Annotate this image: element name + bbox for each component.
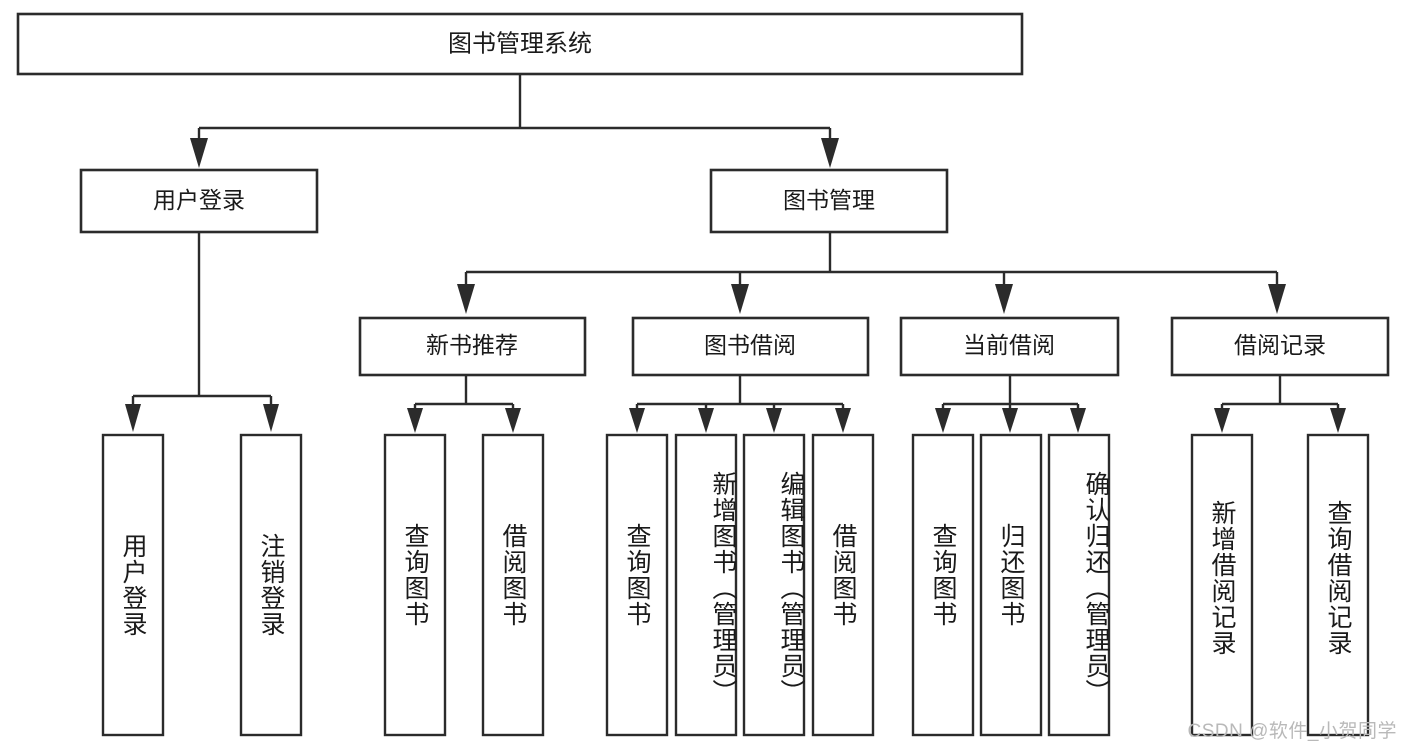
node-root-label: 图书管理系统 bbox=[448, 30, 592, 57]
leaf-box-add-record[interactable] bbox=[1190, 433, 1254, 737]
arrow-head-to-leaf-query-book-2 bbox=[629, 408, 645, 433]
node-current-borrow[interactable]: 当前借阅 bbox=[899, 316, 1120, 377]
arrow-head-to-user-login bbox=[190, 138, 208, 168]
node-book-borrow-box[interactable] bbox=[631, 316, 870, 377]
leaf-box-add-book[interactable] bbox=[674, 433, 738, 737]
leaf-box-query-record[interactable] bbox=[1306, 433, 1370, 737]
connector-group-borrow-record bbox=[1214, 375, 1346, 433]
leaf-box-query-book-2[interactable] bbox=[605, 433, 669, 737]
node-new-book-rec-label: 新书推荐 bbox=[426, 332, 518, 358]
connector-group-user-login bbox=[125, 232, 279, 432]
leaf-box-borrow-book-1[interactable] bbox=[481, 433, 545, 737]
csdn-watermark: CSDN @软件_小贺同学 bbox=[1187, 721, 1397, 742]
leaf-box-logout[interactable] bbox=[239, 433, 303, 737]
arrow-head-to-borrow-record bbox=[1268, 284, 1286, 314]
connector-group-root bbox=[190, 74, 839, 168]
arrow-head-to-leaf-add-record bbox=[1214, 408, 1230, 433]
node-book-manage-label: 图书管理 bbox=[783, 187, 875, 213]
leaf-box-edit-book[interactable] bbox=[742, 433, 806, 737]
node-user-login-label: 用户登录 bbox=[153, 187, 245, 213]
node-current-borrow-label: 当前借阅 bbox=[963, 332, 1055, 358]
node-borrow-record-label: 借阅记录 bbox=[1234, 332, 1326, 358]
node-user-login[interactable]: 用户登录 bbox=[79, 168, 319, 234]
node-new-book-rec-box[interactable] bbox=[358, 316, 587, 377]
arrow-head-to-leaf-borrow-book-2 bbox=[835, 408, 851, 433]
leaf-box-return-book[interactable] bbox=[979, 433, 1043, 737]
leaf-box-user-login[interactable] bbox=[101, 433, 165, 737]
node-current-borrow-box[interactable] bbox=[899, 316, 1120, 377]
arrow-head-to-current-borrow bbox=[995, 284, 1013, 314]
arrow-head-to-leaf-edit-book bbox=[766, 408, 782, 433]
node-borrow-record-box[interactable] bbox=[1170, 316, 1390, 377]
arrow-head-to-leaf-query-book-3 bbox=[935, 408, 951, 433]
connector-group-book-manage bbox=[457, 232, 1286, 314]
leaf-box-query-book-3[interactable] bbox=[911, 433, 975, 737]
leaf-box-query-book-1[interactable] bbox=[383, 433, 447, 737]
node-user-login-box[interactable] bbox=[79, 168, 319, 234]
node-book-borrow-label: 图书借阅 bbox=[704, 332, 796, 358]
arrow-head-to-leaf-query-book-1 bbox=[407, 408, 423, 433]
arrow-head-to-leaf-confirm-return bbox=[1070, 408, 1086, 433]
node-new-book-rec[interactable]: 新书推荐 bbox=[358, 316, 587, 377]
arrow-head-to-new-book-rec bbox=[457, 284, 475, 314]
node-root-box[interactable] bbox=[16, 12, 1024, 76]
arrow-head-to-leaf-query-record bbox=[1330, 408, 1346, 433]
arrow-head-to-leaf-return-book bbox=[1002, 408, 1018, 433]
connector-group-new-book-rec bbox=[407, 375, 521, 433]
arrow-head-to-book-borrow bbox=[731, 284, 749, 314]
leaf-box-borrow-book-2[interactable] bbox=[811, 433, 875, 737]
arrow-head-to-leaf-user-login bbox=[125, 404, 141, 432]
node-borrow-record[interactable]: 借阅记录 bbox=[1170, 316, 1390, 377]
arrow-head-to-book-manage bbox=[821, 138, 839, 168]
node-book-borrow[interactable]: 图书借阅 bbox=[631, 316, 870, 377]
leaf-box-confirm-return[interactable] bbox=[1047, 433, 1111, 737]
connector-group-book-borrow bbox=[629, 375, 851, 433]
node-book-manage-box[interactable] bbox=[709, 168, 949, 234]
arrow-head-to-leaf-add-book bbox=[698, 408, 714, 433]
node-book-manage[interactable]: 图书管理 bbox=[709, 168, 949, 234]
node-root[interactable]: 图书管理系统 bbox=[16, 12, 1024, 76]
arrow-head-to-leaf-logout bbox=[263, 404, 279, 432]
connector-group-current-borrow bbox=[935, 375, 1086, 433]
arrow-head-to-leaf-borrow-book-1 bbox=[505, 408, 521, 433]
